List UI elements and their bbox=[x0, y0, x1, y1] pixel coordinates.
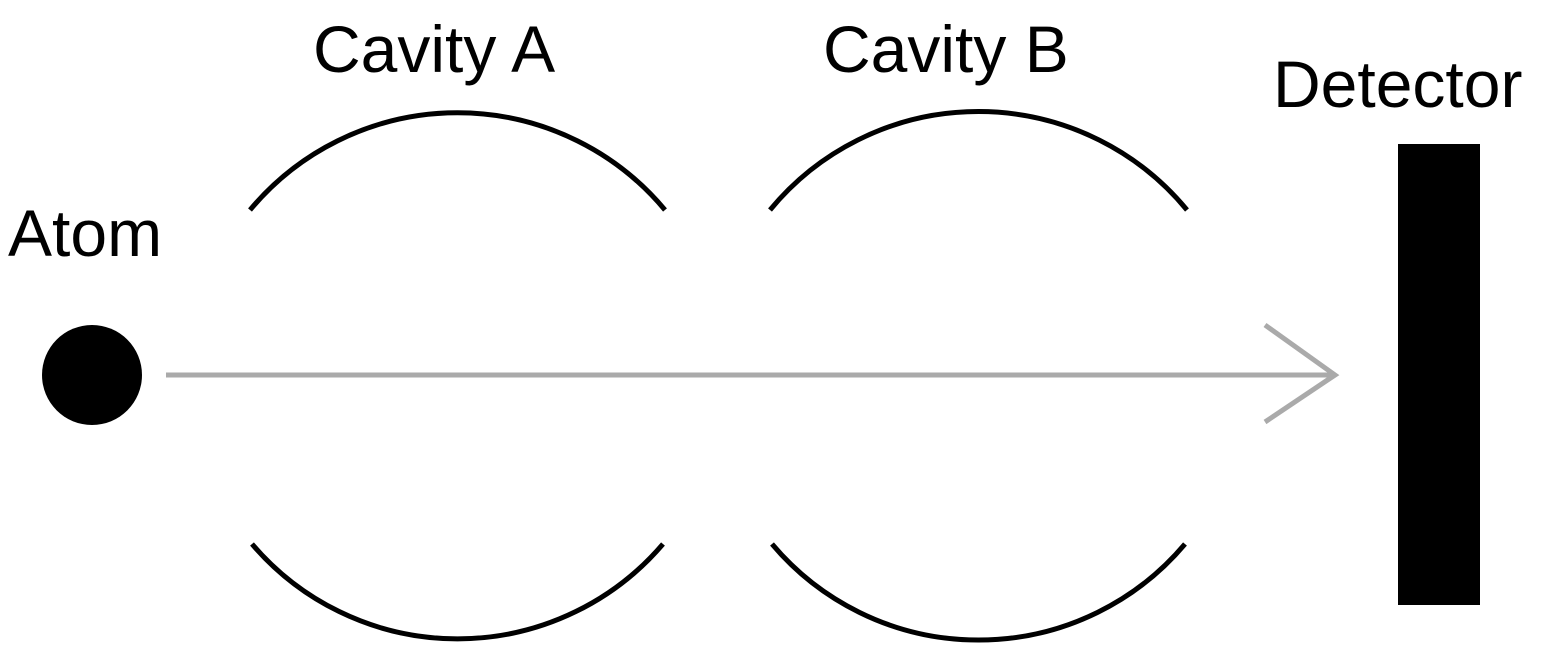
detector-block bbox=[1398, 144, 1480, 605]
cavity-b-top-mirror bbox=[768, 109, 1189, 212]
cavity-a-bottom-mirror bbox=[250, 542, 665, 642]
atom-label: Atom bbox=[8, 196, 162, 270]
cavity-b-label: Cavity B bbox=[823, 12, 1069, 86]
beam-arrow bbox=[166, 322, 1340, 425]
cavity-b-bottom-mirror bbox=[770, 542, 1187, 643]
detector-label: Detector bbox=[1273, 47, 1522, 121]
cavity-b bbox=[768, 109, 1189, 643]
cavity-a-top-mirror bbox=[248, 110, 667, 212]
atom-dot bbox=[42, 325, 142, 425]
cavity-a-label: Cavity A bbox=[313, 12, 555, 86]
beam-arrowhead bbox=[1263, 322, 1340, 425]
cavity-a bbox=[248, 110, 667, 642]
